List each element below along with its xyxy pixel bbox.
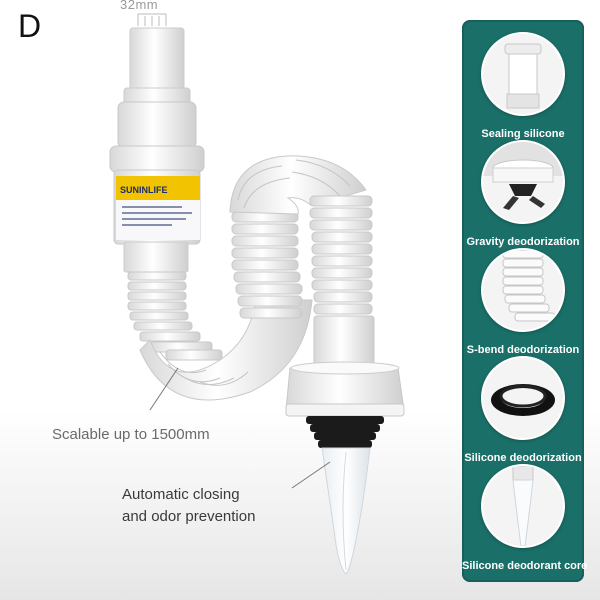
deodorant-core-icon (481, 464, 565, 548)
gravity-valve-icon (481, 140, 565, 224)
auto-close-line-1: Automatic closing (122, 486, 240, 503)
feature-label: Silicone deodorization (464, 452, 582, 464)
feature-label: Silicone deodorant core (462, 560, 588, 572)
brand-name: SUNINLIFE (120, 185, 168, 195)
corrugated-hose (127, 271, 223, 361)
dimension-label: 32mm (120, 0, 159, 12)
feature-item-deodorant-core: Silicone deodorant core (462, 464, 588, 572)
feature-item-gravity: Gravity deodorization (462, 140, 584, 248)
s-bend-icon (481, 248, 565, 332)
auto-close-callout: Automatic closing and odor prevention (122, 484, 322, 528)
feature-label: Gravity deodorization (466, 236, 580, 248)
scalable-callout: Scalable up to 1500mm (52, 426, 210, 443)
sealing-silicone-icon (481, 32, 565, 116)
feature-item-silicone: Silicone deodorization (462, 356, 584, 464)
dimension-marker (137, 13, 167, 26)
feature-panel: Sealing silicone Gravity deodorization (462, 20, 588, 582)
auto-close-line-2: and odor prevention (122, 508, 256, 525)
silicone-seal (306, 416, 384, 448)
variant-letter: D (18, 8, 42, 44)
feature-item-sealing-silicone: Sealing silicone (462, 32, 584, 140)
feature-label: Sealing silicone (481, 128, 565, 140)
feature-item-s-bend: S-bend deodorization (462, 248, 584, 356)
silicone-ring-icon (481, 356, 565, 440)
feature-label: S-bend deodorization (466, 344, 580, 356)
